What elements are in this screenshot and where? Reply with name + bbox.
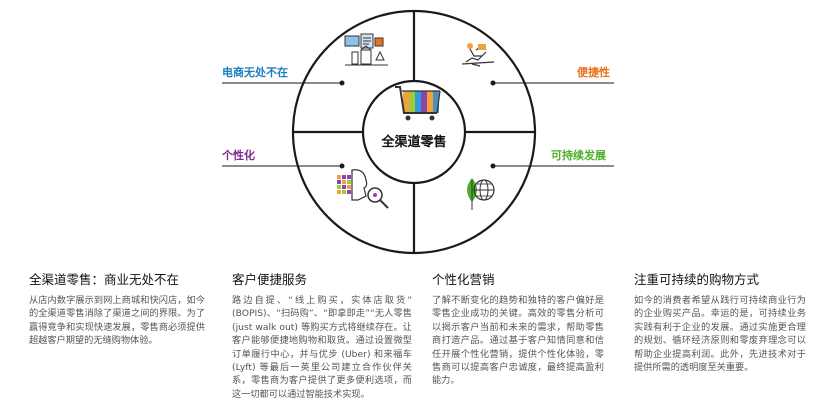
column-title: 全渠道零售：商业无处不在 xyxy=(29,272,180,287)
column-convenience: 客户便捷服务 路边自提、“线上购买，实体店取货” (BOPIS)、“扫码购”、“… xyxy=(232,272,412,401)
column-body: 从店内数字展示到网上商城和快闪店，如今的全渠道零售消除了渠道之间的界限。为了赢得… xyxy=(29,295,205,347)
column-body: 如今的消费者希望从践行可持续商业行为的企业购买产品。幸运的是，可持续业务实践有利… xyxy=(634,295,806,374)
column-sustainability: 注重可持续的购物方式 如今的消费者希望从践行可持续商业行为的企业购买产品。幸运的… xyxy=(634,272,806,374)
connector-dot xyxy=(339,163,345,169)
column-omnichannel: 全渠道零售：商业无处不在 从店内数字展示到网上商城和快闪店，如今的全渠道零售消除… xyxy=(29,272,205,348)
label-convenience: 便捷性 xyxy=(577,66,610,79)
column-body: 了解不断变化的趋势和独特的客户偏好是零售企业成功的关键。高效的零售分析可以揭示客… xyxy=(432,295,604,387)
column-title: 客户便捷服务 xyxy=(232,272,308,287)
shopping-cart-icon xyxy=(395,86,441,121)
face-profile-magnifier-icon xyxy=(337,169,389,209)
leaf-globe-icon xyxy=(467,178,495,210)
column-body: 路边自提、“线上购买，实体店取货” (BOPIS)、“扫码购”、“即拿即走”“无… xyxy=(232,295,412,400)
label-personalization: 个性化 xyxy=(222,149,255,162)
connector-dot xyxy=(490,163,496,169)
label-ecommerce-everywhere: 电商无处不在 xyxy=(222,66,288,79)
store-kiosk-icon xyxy=(344,33,388,66)
column-title: 注重可持续的购物方式 xyxy=(634,272,760,287)
omnichannel-diagram: 全渠道零售 xyxy=(222,9,614,255)
label-sustainability: 可持续发展 xyxy=(551,149,606,162)
connector-dot xyxy=(339,80,345,86)
courier-scooter-icon xyxy=(461,43,495,67)
connector-dot xyxy=(490,80,496,86)
column-personalization: 个性化营销 了解不断变化的趋势和独特的客户偏好是零售企业成功的关键。高效的零售分… xyxy=(432,272,604,388)
column-title: 个性化营销 xyxy=(432,272,495,287)
center-label: 全渠道零售 xyxy=(380,134,446,150)
